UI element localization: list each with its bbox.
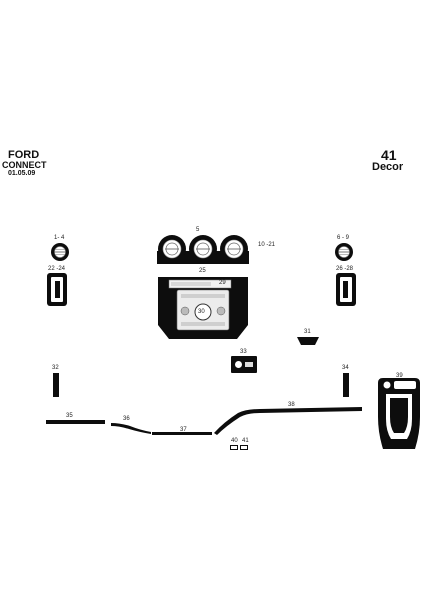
label-33: 33: [240, 349, 247, 355]
label-5: 5: [196, 227, 200, 233]
label-38: 38: [288, 402, 295, 408]
label-35: 35: [66, 413, 73, 419]
left-vent-ring: [51, 243, 69, 261]
label-6-9: 6 - 9: [337, 235, 350, 241]
label-1-4: 1- 4: [54, 235, 65, 241]
kit-type: Decor: [372, 161, 404, 173]
trim-strip-34: [343, 373, 349, 397]
trim-strip-36: [111, 423, 151, 434]
label-31: 31: [304, 329, 311, 335]
trim-strip-32: [53, 373, 59, 397]
vehicle-model: CONNECT: [2, 160, 47, 170]
label-34: 34: [342, 365, 349, 371]
left-vent-frame: [47, 273, 67, 306]
kit-date: 01.05.09: [8, 170, 36, 177]
label-37: 37: [180, 427, 187, 433]
small-piece-41: [240, 445, 248, 450]
label-32: 32: [52, 365, 59, 371]
piece-count: 41: [381, 147, 397, 163]
label-36: 36: [123, 416, 130, 422]
right-vent-frame: [336, 273, 356, 306]
label-10-21: 10 -21: [258, 242, 276, 248]
right-vent-ring: [335, 243, 353, 261]
label-26-28: 26 -28: [336, 266, 354, 272]
label-40: 40: [231, 438, 238, 444]
trim-strip-38: [214, 407, 362, 435]
center-console-bezel: [158, 277, 248, 339]
trim-piece-31: [297, 337, 319, 345]
label-22-24: 22 -24: [48, 266, 66, 272]
label-30: 30: [198, 309, 205, 315]
label-39: 39: [396, 373, 403, 379]
switch-panel-33: [231, 356, 257, 373]
trim-strip-37: [152, 432, 212, 435]
label-29: 29: [219, 280, 226, 286]
vehicle-make: FORD: [8, 149, 40, 161]
center-vent-rings: [157, 235, 249, 264]
gear-surround-39: [378, 378, 420, 449]
label-41: 41: [242, 438, 249, 444]
small-piece-40: [230, 445, 238, 450]
label-25: 25: [199, 268, 206, 274]
trim-strip-35: [46, 420, 105, 424]
